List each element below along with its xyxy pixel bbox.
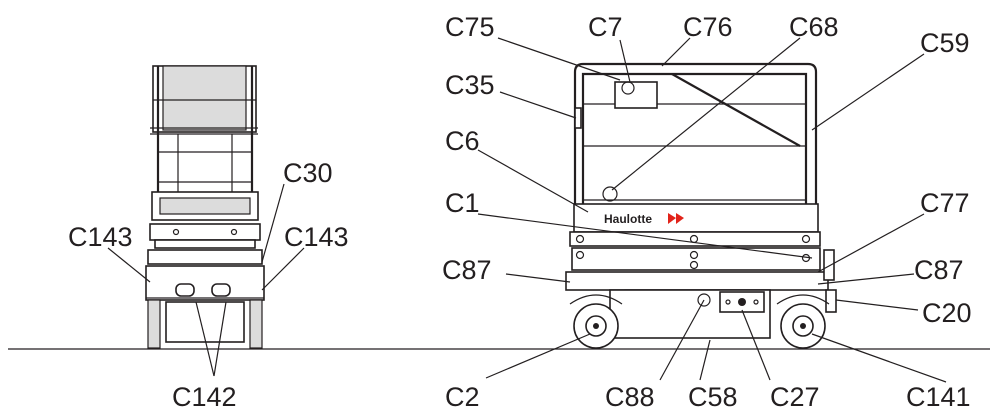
label-c27: C27 — [770, 382, 820, 412]
label-c87-left: C87 — [442, 255, 492, 285]
leader-lines — [107, 37, 947, 383]
label-c6: C6 — [445, 126, 480, 156]
label-c143-right: C143 — [284, 222, 349, 252]
label-c20: C20 — [922, 298, 972, 328]
label-c77: C77 — [920, 188, 970, 218]
side-view: Haulotte — [565, 62, 837, 349]
label-c88: C88 — [605, 382, 655, 412]
callout-labels: C75 C7 C76 C68 C59 C35 C6 C30 C1 C77 C14… — [68, 12, 972, 412]
label-c58: C58 — [688, 382, 738, 412]
label-c1: C1 — [445, 188, 480, 218]
label-c68: C68 — [789, 12, 839, 42]
label-c87-right: C87 — [914, 255, 964, 285]
label-c7: C7 — [588, 12, 623, 42]
end-view — [145, 65, 265, 349]
label-c75: C75 — [445, 12, 495, 42]
brand-logo: Haulotte — [604, 212, 652, 226]
label-c141: C141 — [906, 382, 971, 412]
label-c143-left: C143 — [68, 222, 133, 252]
label-c2: C2 — [445, 382, 480, 412]
label-c35: C35 — [445, 70, 495, 100]
label-c30: C30 — [283, 158, 333, 188]
label-c76: C76 — [683, 12, 733, 42]
label-c142: C142 — [172, 382, 237, 412]
label-c59: C59 — [920, 28, 970, 58]
